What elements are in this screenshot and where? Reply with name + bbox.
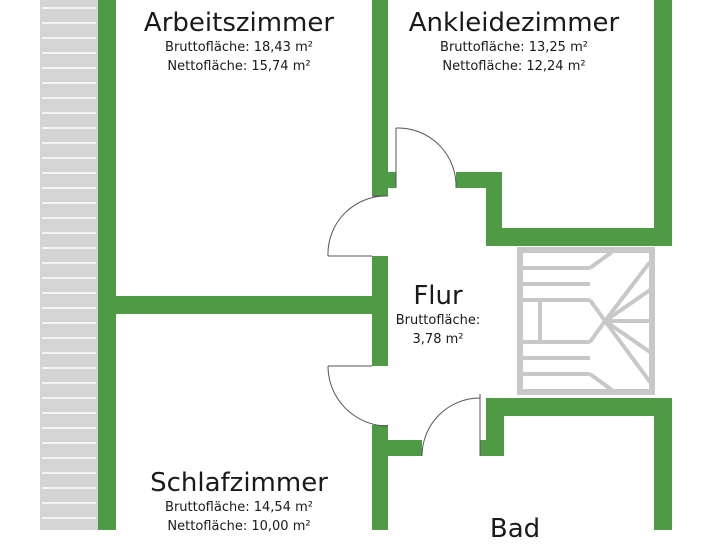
doors: [327, 127, 481, 457]
stair-winder: [588, 319, 607, 344]
wall-right-lower: [654, 416, 672, 530]
room-bad: Bad: [460, 514, 570, 544]
door-bad: [421, 394, 481, 457]
stair-winder: [603, 319, 652, 384]
room-flur: Flur Bruttofläche: 3,78 m²: [390, 281, 486, 349]
room-name-ankleidezimmer: Ankleidezimmer: [408, 8, 620, 38]
wall-bad-left: [486, 398, 504, 440]
room-name-arbeitszimmer: Arbeitszimmer: [143, 8, 335, 38]
wall-center-upper: [372, 0, 388, 196]
room-brutto-ankleidezimmer: Bruttofläche: 13,25 m²: [440, 40, 588, 55]
room-brutto-value-flur: 3,78 m²: [412, 332, 464, 347]
wall-right-upper: [654, 0, 672, 246]
floor-plan: Arbeitszimmer Bruttofläche: 18,43 m² Net…: [40, 0, 672, 544]
room-arbeitszimmer: Arbeitszimmer Bruttofläche: 18,43 m² Net…: [116, 8, 362, 76]
wall-center-mid: [372, 256, 388, 366]
staircase: [517, 247, 655, 395]
door-ankleide: [395, 127, 457, 189]
room-brutto-arbeitszimmer: Bruttofläche: 18,43 m²: [165, 40, 313, 55]
room-ankleidezimmer: Ankleidezimmer Bruttofläche: 13,25 m² Ne…: [388, 8, 640, 76]
room-name-bad: Bad: [489, 514, 541, 544]
stair-frame: [517, 247, 655, 395]
wall-ankleide-bottom-left: [388, 172, 396, 188]
stair-winder: [588, 298, 607, 323]
wall-ankleide-bottom-door-end: [456, 172, 502, 188]
stair-winder: [588, 372, 614, 392]
room-brutto-flur: Bruttofläche:: [395, 313, 481, 328]
door-schlafzimmer: [327, 365, 389, 427]
wall-bad-top-right: [480, 440, 504, 456]
balcony-outline: [40, 0, 98, 530]
stair-winder: [603, 260, 652, 323]
wall-stair-bottom: [486, 398, 672, 416]
walls: [98, 0, 672, 530]
room-netto-ankleidezimmer: Nettofläche: 12,24 m²: [442, 59, 586, 74]
wall-bad-top-left: [388, 440, 422, 456]
wall-outer-left: [98, 0, 116, 530]
door-arbeitszimmer: [327, 195, 389, 257]
room-netto-schlafzimmer: Nettofläche: 10,00 m²: [167, 519, 311, 534]
room-brutto-schlafzimmer: Bruttofläche: 14,54 m²: [165, 500, 313, 515]
room-netto-arbeitszimmer: Nettofläche: 15,74 m²: [167, 59, 311, 74]
wall-ankleide-step: [486, 172, 502, 246]
stair-winder: [603, 319, 652, 354]
wall-ankleide-bottom-right: [486, 228, 672, 246]
wall-between-arbeits-schlaf: [116, 296, 372, 314]
room-schlafzimmer: Schlafzimmer Bruttofläche: 14,54 m² Nett…: [116, 468, 362, 536]
stair-winder: [588, 250, 614, 270]
stair-steps: [522, 250, 652, 392]
wall-bad-inner-left: [372, 440, 388, 530]
stair-winder: [603, 288, 652, 323]
floor-plan-drawing: [40, 0, 672, 530]
room-name-schlafzimmer: Schlafzimmer: [150, 468, 328, 498]
balcony-slats: [42, 7, 96, 519]
room-name-flur: Flur: [413, 281, 463, 311]
balcony-strip: [40, 0, 98, 530]
